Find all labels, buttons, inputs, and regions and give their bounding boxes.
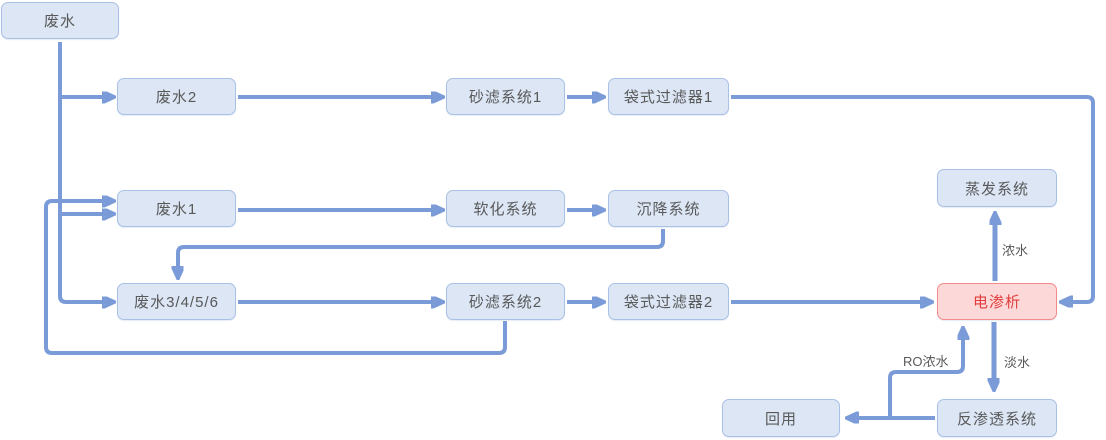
node-reuse[interactable]: 回用: [722, 399, 840, 437]
edge-sedimentation-to-wastewater3456: [178, 229, 665, 277]
edge-label-fresh-water: 淡水: [1004, 355, 1031, 370]
node-wastewater-3456[interactable]: 废水3/4/5/6: [117, 283, 236, 320]
node-bag-filter-2[interactable]: 袋式过滤器2: [608, 283, 729, 320]
node-wastewater-2[interactable]: 废水2: [117, 78, 236, 115]
node-wastewater[interactable]: 废水: [1, 2, 119, 39]
node-wastewater-1[interactable]: 废水1: [117, 190, 236, 227]
edge-bagfilter1-to-electrodialysis: [731, 95, 1095, 302]
node-sand-filter-2[interactable]: 砂滤系统2: [446, 283, 565, 320]
node-electrodialysis[interactable]: 电渗析: [937, 283, 1057, 320]
edge-label-concentrate: 浓水: [1002, 243, 1029, 258]
node-softening-system[interactable]: 软化系统: [446, 190, 565, 227]
edge-sandfilter2-recycle-to-wastewater1: [44, 201, 507, 355]
node-sand-filter-1[interactable]: 砂滤系统1: [446, 78, 565, 115]
edge-ro-concentrate-to-electrodialysis: [888, 329, 963, 418]
node-reverse-osmosis-system[interactable]: 反渗透系统: [937, 399, 1057, 437]
node-evaporation-system[interactable]: 蒸发系统: [937, 169, 1057, 207]
node-bag-filter-1[interactable]: 袋式过滤器1: [608, 78, 729, 115]
node-sedimentation-system[interactable]: 沉降系统: [608, 190, 729, 227]
edge-wastewater-to-row3: [58, 42, 113, 302]
edge-label-ro-concentrate: RO浓水: [903, 354, 949, 369]
